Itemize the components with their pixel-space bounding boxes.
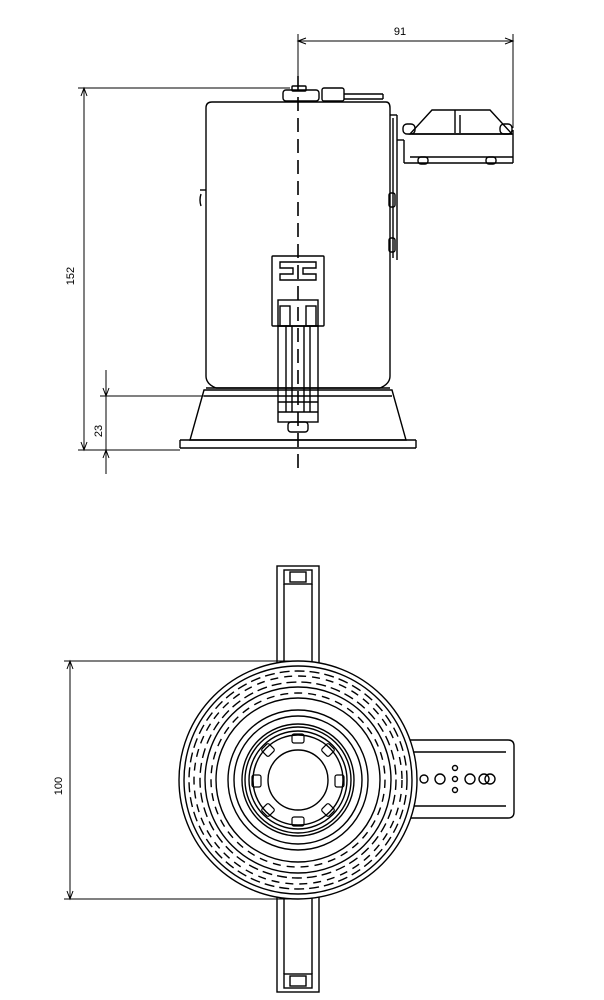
reflector-ring [227, 709, 369, 851]
mounting-bracket [388, 109, 514, 260]
dimension-lines-elevation [78, 34, 515, 474]
plan-view [178, 565, 515, 993]
top-terminal [282, 85, 384, 102]
bottom-spring-arm [276, 891, 320, 993]
dim-91-label: 91 [394, 26, 406, 38]
dim-152-label: 152 [65, 267, 77, 285]
top-spring-arm [276, 565, 320, 667]
outer-trim-ring [178, 660, 418, 900]
lamp-aperture [267, 749, 329, 811]
connector-block [271, 255, 325, 433]
trim-bezel [179, 387, 417, 449]
dimension-lines-plan [64, 659, 290, 901]
lamp-holder-contacts [251, 733, 345, 827]
dim-23-label: 23 [93, 425, 105, 437]
side-elevation-view [179, 76, 514, 468]
dim-100-label: 100 [53, 777, 65, 795]
bracket-plate [399, 739, 515, 819]
